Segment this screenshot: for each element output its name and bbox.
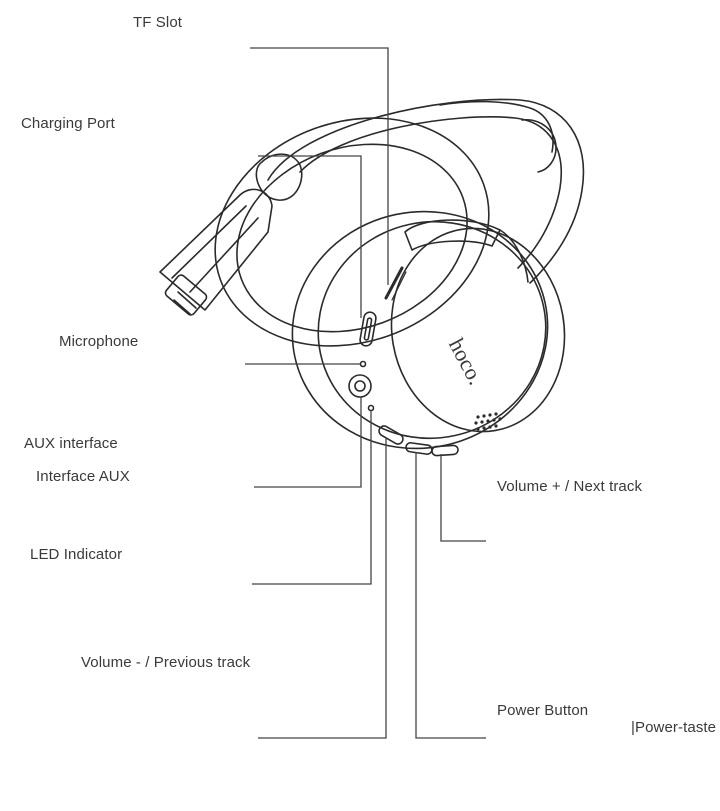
label-charging-port: Charging Port: [21, 115, 115, 132]
left-yoke: [255, 153, 303, 201]
microphone-shape: [359, 360, 367, 368]
folded-arm: [159, 188, 273, 311]
left-earcup-outer: [214, 117, 490, 347]
right-yoke-arm: [499, 229, 529, 283]
right-earcup-rim: [317, 220, 547, 440]
folded-arm-edge: [171, 205, 247, 279]
charging-port-shape: [359, 311, 377, 347]
volume-minus-leader: [258, 438, 387, 739]
folded-arm-edge-2: [189, 217, 259, 293]
label-tf-slot: TF Slot: [133, 14, 183, 31]
headband: [267, 98, 585, 284]
volume-plus-shape: [431, 444, 459, 457]
aux-jack-inner: [354, 380, 366, 392]
label-power-taste: |Power-taste: [631, 719, 717, 736]
tf-slot-leader: [250, 47, 389, 285]
headphone-drawing: [159, 98, 585, 457]
aux-leader: [254, 397, 362, 488]
label-microphone: Microphone: [59, 333, 139, 350]
volume-minus-shape: [378, 425, 404, 445]
tf-slot-shape-2: [391, 271, 407, 301]
aux-jack-outer: [348, 374, 372, 398]
label-interface-aux: Interface AUX: [36, 468, 130, 485]
charging-port-leader: [258, 155, 362, 318]
left-earcup-inner: [236, 143, 468, 333]
leader-lines: [245, 47, 486, 739]
volume-plus-leader: [440, 454, 486, 542]
hinge: [164, 274, 208, 316]
right-earcup-face: [390, 227, 566, 433]
charging-port-inner: [363, 317, 373, 341]
tf-slot-shape: [384, 266, 404, 300]
right-yoke: [404, 219, 501, 251]
headband-inner: [299, 116, 562, 269]
label-volume-minus: Volume - / Previous track: [81, 654, 251, 671]
label-aux-interface: AUX interface: [24, 435, 118, 452]
power-button-leader: [415, 452, 486, 739]
label-power-button: Power Button: [497, 702, 589, 719]
label-volume-plus: Volume + / Next track: [497, 478, 643, 495]
speaker-grille: [474, 412, 502, 431]
label-led-indicator: LED Indicator: [30, 546, 123, 563]
led-shape: [367, 404, 375, 412]
headband-pad: [521, 119, 557, 173]
hinge-detail: [173, 291, 197, 315]
led-leader: [252, 410, 372, 585]
headband-edge: [439, 100, 554, 153]
